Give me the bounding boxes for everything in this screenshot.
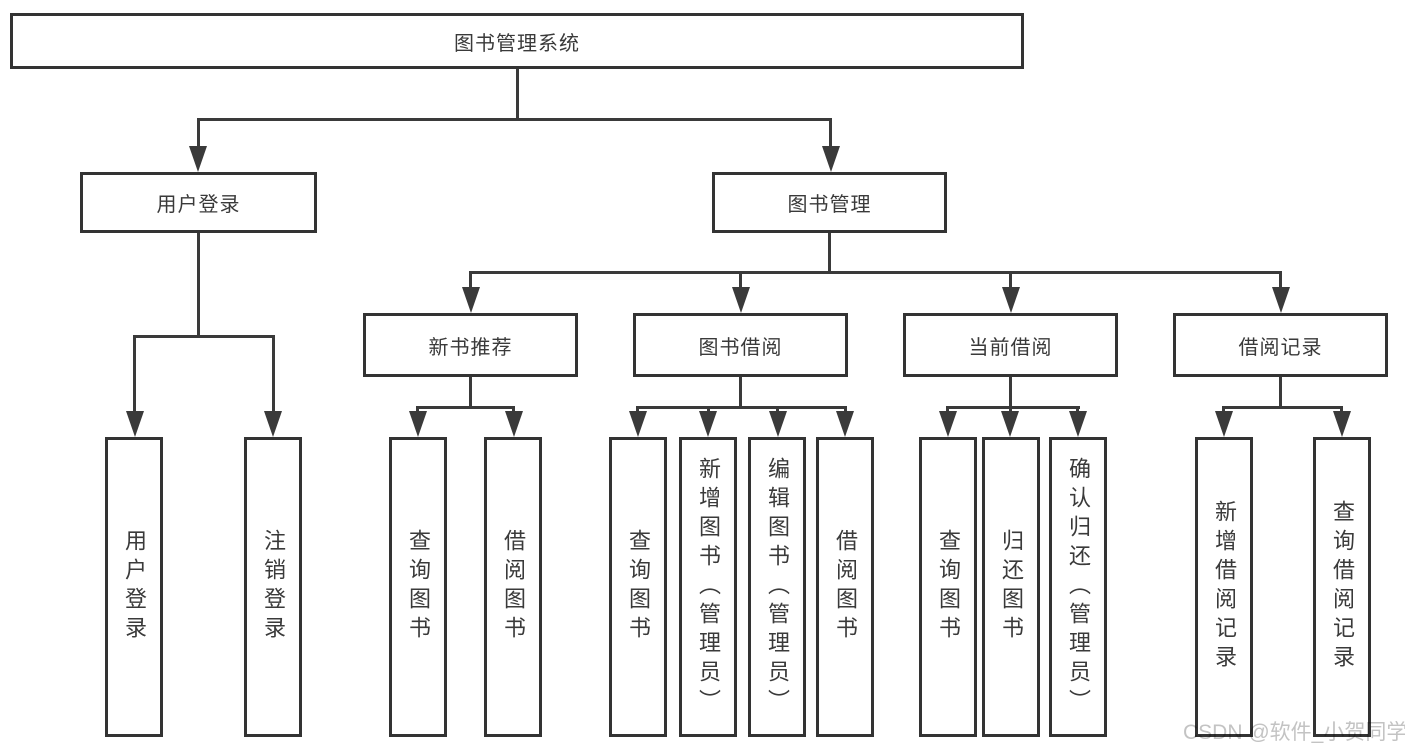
connector-stem-borrow-records: [1279, 271, 1282, 291]
leaf-bb-borrow-books-label: 借阅图书: [833, 529, 858, 645]
connector-stem-leaf-login: [133, 335, 136, 412]
connector-stem-new-book: [469, 271, 472, 291]
connector-stem-leaf-logout: [272, 335, 275, 412]
leaf-bb-edit-book-admin: 编辑图书（管理员）: [748, 437, 806, 737]
arrowhead-cb-query: [939, 411, 957, 437]
leaf-user-login: 用户登录: [105, 437, 163, 737]
leaf-logout: 注销登录: [244, 437, 302, 737]
leaf-bb-query-books: 查询图书: [609, 437, 667, 737]
connector-root-stem: [516, 69, 519, 120]
leaf-logout-label: 注销登录: [261, 529, 286, 645]
leaf-cb-confirm-return-admin-label: 确认归还（管理员）: [1066, 456, 1091, 718]
node-borrowing-records: 借阅记录: [1173, 313, 1388, 377]
leaf-br-add-record-label: 新增借阅记录: [1212, 500, 1237, 674]
arrowhead-nb-borrow: [505, 411, 523, 437]
connector-book-management-rail: [469, 271, 1282, 274]
leaf-nb-borrow-books-label: 借阅图书: [501, 529, 526, 645]
arrowhead-nb-query: [409, 411, 427, 437]
leaf-br-query-record-label: 查询借阅记录: [1330, 500, 1355, 674]
node-user-login: 用户登录: [80, 172, 317, 233]
csdn-watermark: CSDN @软件_小贺同学: [1183, 721, 1405, 744]
connector-book-borrow-stem: [739, 377, 742, 408]
arrowhead-current-borrow: [1002, 287, 1020, 313]
leaf-user-login-label: 用户登录: [122, 529, 147, 645]
leaf-nb-borrow-books: 借阅图书: [484, 437, 542, 737]
leaf-nb-query-books: 查询图书: [389, 437, 447, 737]
leaf-nb-query-books-label: 查询图书: [406, 529, 431, 645]
leaf-cb-confirm-return-admin: 确认归还（管理员）: [1049, 437, 1107, 737]
node-current-borrowing: 当前借阅: [903, 313, 1118, 377]
node-new-book-recommendation: 新书推荐: [363, 313, 578, 377]
arrowhead-book-borrow: [732, 287, 750, 313]
leaf-br-query-record: 查询借阅记录: [1313, 437, 1371, 737]
leaf-br-add-record: 新增借阅记录: [1195, 437, 1253, 737]
leaf-cb-return-books: 归还图书: [982, 437, 1040, 737]
connector-stem-book-management: [829, 118, 832, 150]
leaf-bb-add-book-admin: 新增图书（管理员）: [679, 437, 737, 737]
connector-user-login-rail: [133, 335, 275, 338]
arrowhead-book-management: [822, 146, 840, 172]
connector-current-borrow-rail: [947, 406, 1080, 409]
arrowhead-cb-confirm: [1069, 411, 1087, 437]
arrowhead-leaf-logout: [264, 411, 282, 437]
arrowhead-borrow-records: [1272, 287, 1290, 313]
leaf-cb-query-books: 查询图书: [919, 437, 977, 737]
leaf-bb-query-books-label: 查询图书: [626, 529, 651, 645]
connector-new-book-stem: [469, 377, 472, 408]
arrowhead-cb-return: [1001, 411, 1019, 437]
node-library-system: 图书管理系统: [10, 13, 1024, 69]
arrowhead-user-login: [189, 146, 207, 172]
arrowhead-leaf-login: [126, 411, 144, 437]
leaf-bb-add-book-admin-label: 新增图书（管理员）: [696, 456, 721, 718]
node-book-management: 图书管理: [712, 172, 947, 233]
connector-book-borrow-rail: [637, 406, 847, 409]
connector-stem-book-borrow: [739, 271, 742, 291]
node-book-borrowing: 图书借阅: [633, 313, 848, 377]
connector-current-borrow-stem: [1009, 377, 1012, 408]
connector-stem-current-borrow: [1009, 271, 1012, 291]
arrowhead-bb-edit: [769, 411, 787, 437]
leaf-bb-edit-book-admin-label: 编辑图书（管理员）: [765, 456, 790, 718]
arrowhead-br-query: [1333, 411, 1351, 437]
arrowhead-new-book: [462, 287, 480, 313]
connector-user-login-stem: [197, 233, 200, 337]
connector-book-management-stem: [828, 233, 831, 273]
arrowhead-bb-borrow: [836, 411, 854, 437]
arrowhead-bb-add: [699, 411, 717, 437]
arrowhead-bb-query: [629, 411, 647, 437]
leaf-cb-return-books-label: 归还图书: [999, 529, 1024, 645]
leaf-bb-borrow-books: 借阅图书: [816, 437, 874, 737]
connector-new-book-rail: [417, 406, 515, 409]
leaf-cb-query-books-label: 查询图书: [936, 529, 961, 645]
connector-stem-user-login: [197, 118, 200, 150]
connector-borrow-records-rail: [1222, 406, 1343, 409]
connector-root-rail: [197, 118, 832, 121]
arrowhead-br-add: [1215, 411, 1233, 437]
connector-borrow-records-stem: [1279, 377, 1282, 408]
